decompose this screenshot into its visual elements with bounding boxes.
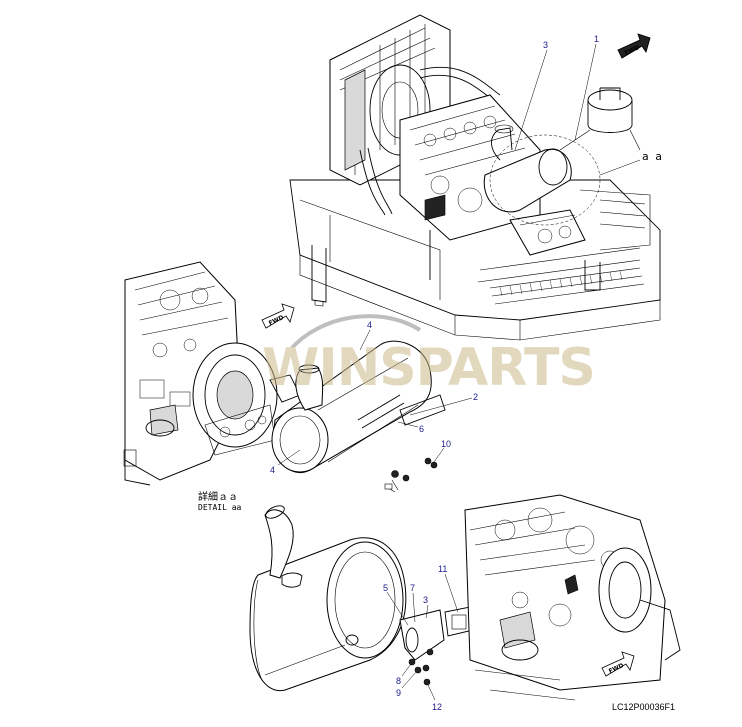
callout-9: 9 xyxy=(396,688,401,698)
bottom-assembly-view: FWD 5 7 3 11 8 9 12 xyxy=(249,494,681,712)
fwd-arrow-detail-icon: FWD xyxy=(261,303,295,329)
bolt-set-detail xyxy=(384,457,438,493)
callout-4-top: 4 xyxy=(367,320,372,330)
fwd-arrow-top-icon: FWD xyxy=(617,33,651,59)
watermark-text: WINSPARTS xyxy=(262,338,595,398)
detail-caption-jp: 詳細ａａ xyxy=(198,490,238,503)
callout-5: 5 xyxy=(383,583,388,593)
callout-1: 1 xyxy=(594,34,599,44)
detail-caption-en: DETAIL aa xyxy=(198,503,242,512)
callout-10: 10 xyxy=(441,439,451,449)
callout-4-bottom: 4 xyxy=(270,465,275,475)
top-assembly-view: FWD 1 3 a a xyxy=(289,14,662,341)
callout-3-top: 3 xyxy=(543,40,548,50)
bolt-set-bottom xyxy=(408,648,434,686)
callout-11: 11 xyxy=(438,564,447,574)
callout-2: 2 xyxy=(473,392,478,402)
callout-12: 12 xyxy=(432,702,442,712)
drawing-code: LC12P00036F1 xyxy=(612,702,675,712)
detail-aa-marker: a a xyxy=(642,150,662,163)
callout-8: 8 xyxy=(396,676,401,686)
callout-6: 6 xyxy=(419,424,424,434)
callout-3-bottom: 3 xyxy=(423,595,428,605)
callout-7: 7 xyxy=(410,583,415,593)
detail-aa-view: FWD 4 2 6 10 4 xyxy=(123,261,478,512)
watermark-logo: WINSPARTS xyxy=(262,314,596,398)
